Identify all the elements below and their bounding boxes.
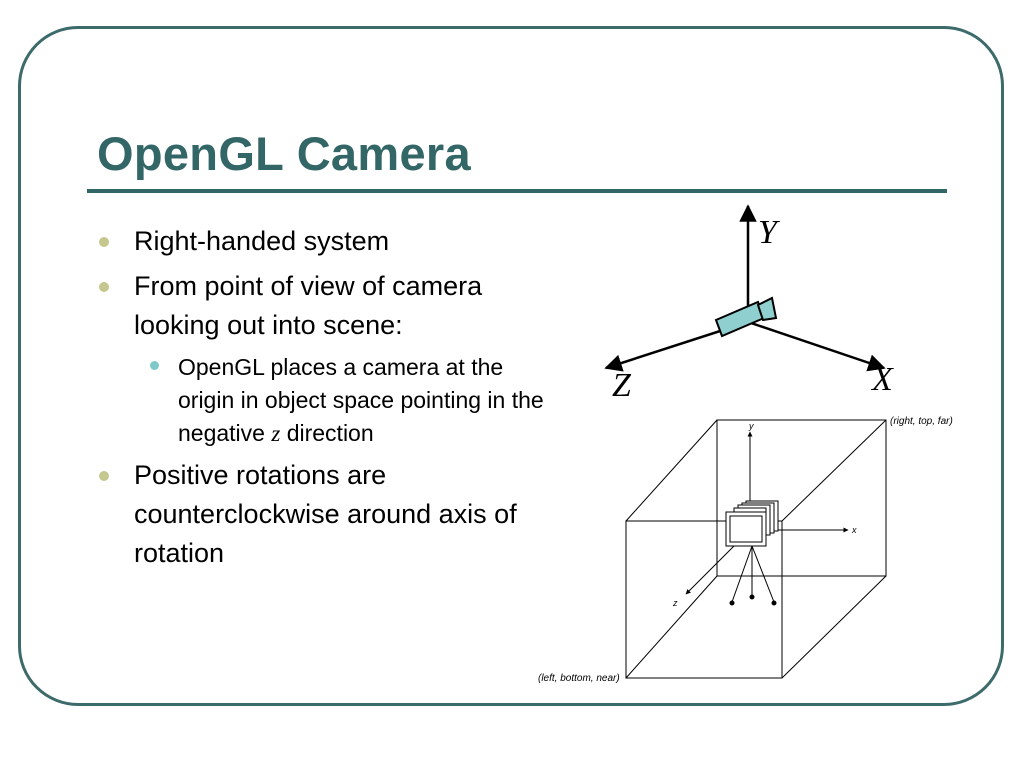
camera-axes-diagram: Y X Z: [604, 204, 894, 404]
near-corner-label: (left, bottom, near): [538, 673, 620, 684]
sub-bullet-dot-icon: [150, 361, 159, 370]
view-volume-diagram: [625, 419, 887, 679]
bullet-dot-icon: [99, 471, 109, 481]
bullet-text: Right-handed system: [134, 226, 390, 256]
bullet-dot-icon: [99, 282, 109, 292]
sub-bullet-camera-placement: OpenGL places a camera at the origin in …: [140, 351, 556, 450]
title-underline: [87, 189, 947, 193]
frustum-z-label: z: [672, 598, 678, 608]
frustum-x-label: x: [851, 525, 857, 535]
far-corner-label: (right, top, far): [890, 416, 953, 427]
z-axis-label: Z: [612, 367, 632, 404]
bullet-text: Positive rotations are counterclockwise …: [134, 460, 517, 568]
bullet-point-of-view: From point of view of camera looking out…: [96, 267, 556, 345]
bullet-dot-icon: [99, 237, 109, 247]
sub-bullet-text-pre: OpenGL places a camera at the origin in …: [178, 354, 544, 446]
sub-bullet-text-post: direction: [286, 420, 374, 446]
bullet-list: Right-handed system From point of view o…: [96, 222, 556, 579]
bullet-text: From point of view of camera looking out…: [134, 271, 483, 340]
x-axis-arrow: [747, 320, 886, 372]
sub-bullet-z-variable: z: [271, 421, 281, 446]
slide-title: OpenGL Camera: [97, 127, 471, 180]
y-axis-label: Y: [758, 214, 780, 251]
bullet-positive-rotations: Positive rotations are counterclockwise …: [96, 456, 556, 573]
camera-icon: [714, 296, 778, 338]
bullet-right-handed: Right-handed system: [96, 222, 556, 261]
x-axis-label: X: [870, 361, 894, 398]
slide-frame: [18, 26, 1004, 706]
camera-on-tripod-icon: [725, 500, 779, 606]
sub-bullet-list: OpenGL places a camera at the origin in …: [96, 351, 556, 450]
frustum-y-label: y: [748, 421, 754, 431]
